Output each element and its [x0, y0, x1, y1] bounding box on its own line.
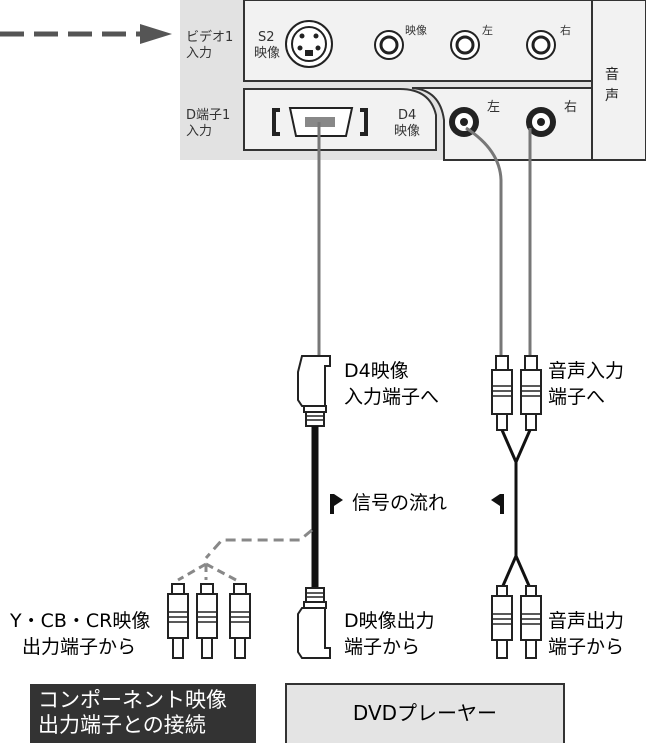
s2-label-line2: 映像	[254, 46, 281, 61]
d4-input-label-line2: 入力端子へ	[344, 386, 440, 408]
audio-cable	[500, 429, 532, 589]
video1-label-line1: ビデオ1	[186, 30, 234, 45]
d1-label-line2: 入力	[186, 124, 213, 139]
video1-left-jack	[450, 30, 480, 60]
video1-right-jack	[526, 30, 556, 60]
d-left-label: 左	[487, 100, 501, 115]
audio-output-label-line1: 音声出力	[548, 610, 625, 632]
d1-label-line1: D端子1	[186, 108, 231, 123]
audio-cables-upper	[465, 126, 532, 356]
signal-flow-arrow-video	[330, 494, 343, 514]
component-plug-y	[167, 583, 189, 659]
video1-label-line2: 入力	[186, 46, 213, 61]
d-right-label: 右	[564, 100, 578, 115]
s2-video-jack	[285, 20, 333, 68]
d-plug-bottom	[297, 587, 331, 659]
component-plug-cb	[196, 583, 218, 659]
audio-input-label-line2: 端子へ	[548, 386, 606, 408]
signal-flow-arrow-audio	[491, 494, 504, 514]
audio-label-2: 声	[605, 88, 619, 104]
audio-plug-top-right	[520, 355, 542, 431]
d-audio-right-jack	[526, 107, 556, 137]
d-output-label-line1: D映像出力	[344, 610, 435, 632]
audio-plug-bottom-left	[491, 585, 513, 659]
audio-plug-bottom-right	[520, 585, 542, 659]
d4-label-line2: 映像	[394, 124, 421, 139]
ycbcr-output-label-line1: Y・CB・CR映像	[10, 610, 151, 632]
video-jack-label: 映像	[405, 24, 427, 37]
right-jack-label: 右	[560, 24, 571, 37]
signal-flow-label: 信号の流れ	[352, 492, 448, 514]
ycbcr-output-label-line2: 出力端子から	[22, 636, 137, 658]
component-plug-cr	[229, 583, 251, 659]
left-jack-label: 左	[482, 24, 493, 37]
d4-label-line1: D4	[398, 108, 417, 123]
component-cable-dashed	[177, 528, 313, 582]
banner-line1: コンポーネント映像	[38, 688, 227, 712]
audio-label-1: 音	[605, 67, 619, 83]
banner-line2: 出力端子との接続	[38, 713, 206, 737]
dvd-player-box: DVDプレーヤー	[285, 683, 565, 743]
connection-title-banner: コンポーネント映像 出力端子との接続	[30, 684, 256, 743]
signal-arrow-dashed	[0, 24, 172, 44]
video1-video-jack	[374, 30, 404, 60]
d4-plug-top	[297, 355, 331, 427]
s2-label-line1: S2	[258, 30, 275, 45]
d-output-label-line2: 端子から	[344, 636, 421, 658]
dvd-player-name: DVDプレーヤー	[352, 701, 498, 725]
audio-output-label-line2: 端子から	[548, 636, 625, 658]
audio-input-label-line1: 音声入力	[548, 360, 625, 382]
audio-plug-top-left	[491, 355, 513, 431]
d4-input-label-line1: D4映像	[344, 360, 409, 382]
d-audio-left-jack	[449, 107, 479, 137]
